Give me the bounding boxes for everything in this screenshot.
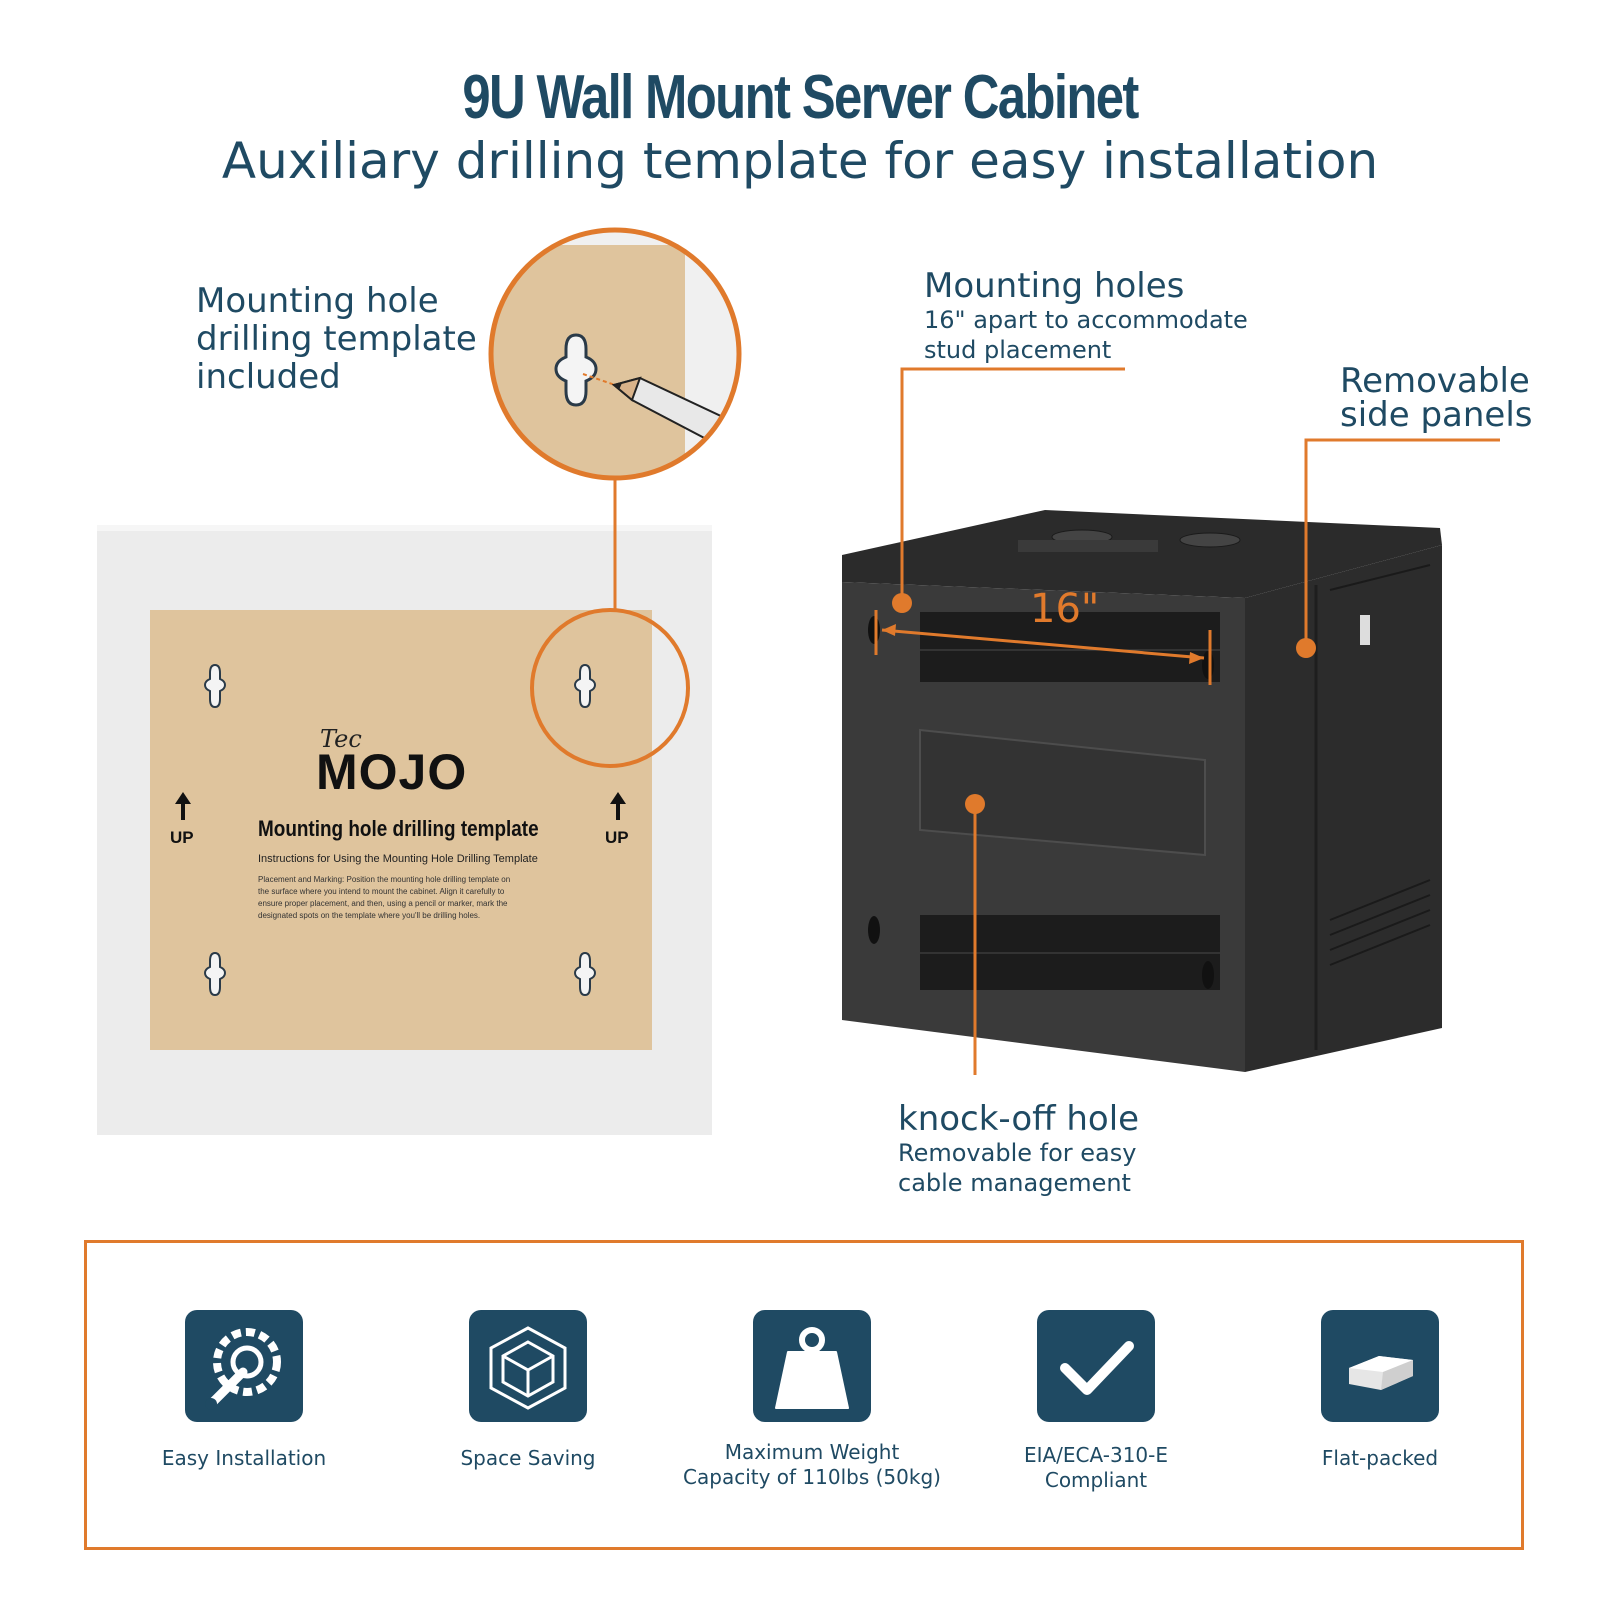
template-callout-line2: drilling template [196, 319, 477, 359]
knockoff-callout: knock-off hole Removable for easy cable … [898, 1100, 1139, 1198]
cube-icon [489, 1326, 567, 1410]
brand-small: Tec [320, 725, 362, 753]
flat-box-icon [1349, 1356, 1413, 1390]
cabinet-top [842, 510, 1442, 598]
dimension-label: 16" [1030, 586, 1100, 632]
brand-logo: MOJO [316, 744, 468, 800]
knockoff-marker [965, 794, 985, 814]
keyhole-slot [573, 663, 597, 709]
template-heading: Mounting hole drilling template [258, 816, 539, 841]
knockoff-plate [919, 728, 1206, 857]
template-illustration [97, 227, 742, 1135]
feature-label: Flat-packed [1321, 1446, 1439, 1470]
side-panel-marker [1296, 638, 1316, 658]
knockoff-line1: Removable for easy [898, 1139, 1137, 1167]
feature-tile-compliant [1037, 1310, 1155, 1422]
mounting-holes-line1: 16" apart to accommodate [924, 306, 1248, 334]
template-sheet [150, 610, 652, 1050]
template-instructions: Placement and Marking: Position the moun… [258, 875, 511, 920]
cabinet-keyholes [868, 616, 1214, 989]
weight-icon [775, 1327, 849, 1409]
template-callout-line1: Mounting hole [196, 281, 439, 321]
feature-tile-max-weight [753, 1310, 871, 1422]
knockoff-title: knock-off hole [898, 1099, 1140, 1139]
zoom-keyhole [554, 333, 598, 407]
template-callout-line3: included [196, 357, 341, 397]
feature-tile-easy-installation [185, 1310, 303, 1422]
cabinet-illustration [842, 367, 1500, 1075]
side-vents [1329, 564, 1431, 966]
feature-tile-space-saving [469, 1310, 587, 1422]
cabinet-side [1245, 545, 1442, 1072]
mounting-holes-line2: stud placement [924, 336, 1112, 364]
side-panels-callout: Removable side panels [1340, 361, 1533, 435]
up-label-right: UP [605, 828, 629, 847]
up-label-left: UP [170, 828, 194, 847]
template-instructions-title: Instructions for Using the Mounting Hole… [258, 853, 538, 865]
mounting-holes-title: Mounting holes [924, 266, 1185, 306]
checkmark-icon [1060, 1341, 1134, 1395]
keyhole-slots [203, 663, 597, 997]
mounting-holes-leader [900, 367, 1125, 600]
page-subtitle: Auxiliary drilling template for easy ins… [221, 132, 1379, 190]
up-arrows [175, 792, 626, 820]
template-callout: Mounting hole drilling template included [196, 282, 477, 396]
highlight-circle [530, 608, 690, 768]
side-lock-icon [1360, 615, 1370, 645]
keyhole-slot [203, 951, 227, 997]
dimension-line [881, 628, 1205, 660]
feature-label: Easy Installation [161, 1446, 327, 1470]
knockoff-line2: cable management [898, 1169, 1131, 1197]
up-arrow-icon [175, 792, 191, 820]
feature-tile-flat-packed [1321, 1310, 1439, 1422]
page-title: 9U Wall Mount Server Cabinet [462, 63, 1139, 132]
mounting-holes-callout: Mounting holes 16" apart to accommodate … [924, 267, 1248, 365]
features-panel [84, 1240, 1524, 1550]
keyhole-slot [573, 951, 597, 997]
feature-label: Space Saving [460, 1446, 596, 1470]
mounting-hole-marker [892, 593, 912, 613]
zoom-detail [491, 230, 739, 478]
wrench-gear-icon [205, 1328, 281, 1410]
keyhole-slot [203, 663, 227, 709]
up-arrow-icon [610, 792, 626, 820]
side-panels-leader [1304, 438, 1500, 645]
